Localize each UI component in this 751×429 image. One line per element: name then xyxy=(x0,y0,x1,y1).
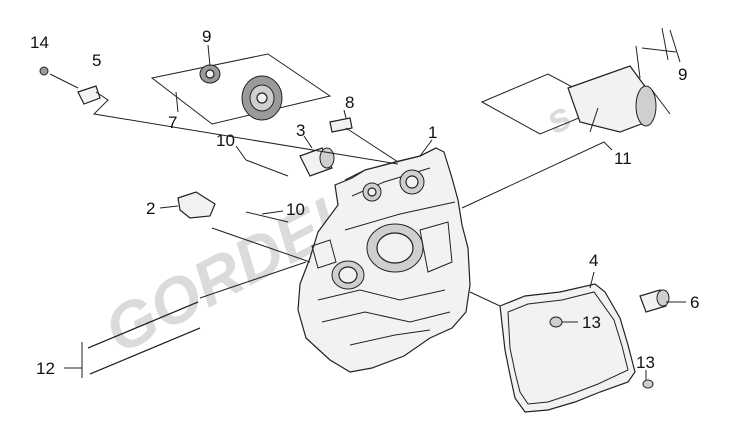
right-crankcase xyxy=(297,147,471,373)
callout-labels: 1 2 3 4 5 6 7 8 9 9 10 10 11 12 13 13 14 xyxy=(30,27,699,378)
callout-7: 7 xyxy=(168,113,177,132)
callout-1: 1 xyxy=(428,123,437,142)
part-12-studs xyxy=(87,301,201,375)
part-7-gear-assembly xyxy=(150,53,332,125)
callout-9-bolts: 9 xyxy=(678,65,687,84)
part-3-collar xyxy=(299,147,335,177)
part-5-bracket xyxy=(77,85,101,105)
part-11-starter-motor xyxy=(480,27,671,135)
callout-10-upper: 10 xyxy=(216,131,235,150)
callout-5: 5 xyxy=(92,51,101,70)
callout-3: 3 xyxy=(296,121,305,140)
callout-12: 12 xyxy=(36,359,55,378)
callout-4: 4 xyxy=(589,251,598,270)
callout-11: 11 xyxy=(614,149,632,168)
callout-13-lower: 13 xyxy=(636,353,655,372)
callout-2: 2 xyxy=(146,199,155,218)
part-14-screw xyxy=(39,66,49,76)
part-2-clip xyxy=(177,191,216,219)
cover-gasket xyxy=(499,283,636,413)
callout-10-lower: 10 xyxy=(286,200,305,219)
leader-lines xyxy=(49,29,686,380)
part-13-dowel-b xyxy=(642,379,654,389)
part-6-dowel xyxy=(639,289,670,313)
callout-14: 14 xyxy=(30,33,49,52)
callout-6: 6 xyxy=(690,293,699,312)
callout-8: 8 xyxy=(345,93,354,112)
callout-9-gear: 9 xyxy=(202,27,211,46)
callout-13-gasket: 13 xyxy=(582,313,601,332)
part-13-dowel-a xyxy=(549,316,563,328)
part-10-bolts xyxy=(245,159,289,223)
